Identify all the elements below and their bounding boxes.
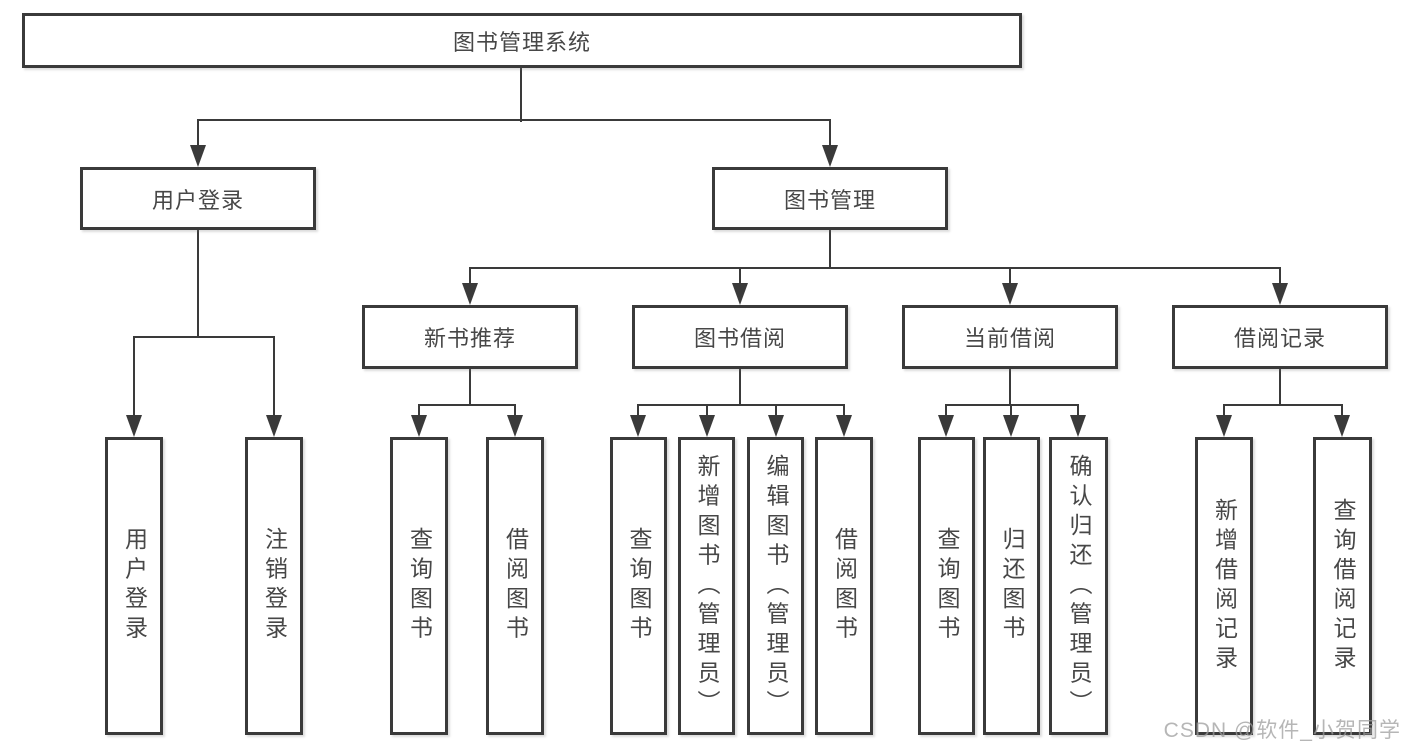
arrowhead-icon [1216,415,1232,437]
arrowhead-icon [190,145,206,167]
leaf-logout: 注销登录 [245,437,303,735]
leaf-borrow-books-borrowing: 借阅图书 [815,437,873,735]
connector-current-span [945,404,1079,406]
connector-stub-leaf [273,337,275,416]
leaf-borrow-books-recommend-label: 借阅图书 [502,527,529,645]
connector-stub-leaf [706,404,708,416]
arrowhead-icon [1334,415,1350,437]
arrowhead-icon [507,415,523,437]
node-new-book-recommendation-label: 新书推荐 [423,326,516,351]
arrowhead-icon [699,415,715,437]
arrowhead-icon [822,145,838,167]
connector-records-span [1223,404,1343,406]
connector-stub-l3 [739,268,741,284]
leaf-query-books-borrowing: 查询图书 [610,437,667,735]
connector-stub-leaf [1010,404,1012,416]
leaf-return-books-label: 归还图书 [999,527,1025,645]
arrowhead-icon [411,415,427,437]
node-root: 图书管理系统 [22,13,1022,68]
leaf-user-login-label: 用户登录 [121,527,148,645]
node-user-login: 用户登录 [80,167,316,230]
arrowhead-icon [1070,415,1086,437]
connector-stub-l3 [469,268,471,284]
connector-stub-leaf [1223,404,1225,416]
leaf-confirm-return-admin-label: 确认归还（管理员） [1066,453,1092,719]
leaf-add-borrow-record-label: 新增借阅记录 [1211,497,1238,675]
connector-stub-l3 [1009,268,1011,284]
connector-stub-leaf [418,404,420,416]
node-current-borrowing-label: 当前借阅 [963,326,1056,351]
arrowhead-icon [1003,415,1019,437]
leaf-add-borrow-record: 新增借阅记录 [1195,437,1253,735]
leaf-logout-label: 注销登录 [261,527,288,645]
connector-stub-l3 [1279,268,1281,284]
connector-current-down [1009,369,1011,406]
arrowhead-icon [938,415,954,437]
leaf-query-books-current-label: 查询图书 [934,527,960,645]
leaf-edit-books-admin-label: 编辑图书（管理员） [763,453,789,719]
leaf-user-login: 用户登录 [105,437,163,735]
node-current-borrowing: 当前借阅 [902,305,1118,369]
node-new-book-recommendation: 新书推荐 [362,305,578,369]
arrowhead-icon [630,415,646,437]
connector-stub-leaf [843,404,845,416]
node-borrowing-records-label: 借阅记录 [1233,326,1326,351]
leaf-add-books-admin-label: 新增图书（管理员） [694,453,720,719]
connector-stub-leaf [775,404,777,416]
arrowhead-icon [126,415,142,437]
node-book-borrowing-label: 图书借阅 [693,326,786,351]
connector-stub-leaf [133,337,135,416]
connector-mgmt-down [829,230,831,269]
connector-mgmt-span [469,267,1281,269]
arrowhead-icon [462,283,478,305]
connector-stub-leaf [1077,404,1079,416]
arrowhead-icon [732,283,748,305]
connector-records-down [1279,369,1281,406]
connector-stub-leaf [945,404,947,416]
watermark: CSDN @软件_小贺同学 [1163,719,1401,742]
node-book-borrowing: 图书借阅 [632,305,848,369]
node-user-login-label: 用户登录 [151,187,244,213]
node-book-management-label: 图书管理 [783,187,876,213]
connector-stub-user-login [197,120,199,146]
connector-stub-leaf [1341,404,1343,416]
leaf-query-books-recommend-label: 查询图书 [406,527,433,645]
connector-stub-leaf [514,404,516,416]
leaf-confirm-return-admin: 确认归还（管理员） [1049,437,1108,735]
leaf-query-books-recommend: 查询图书 [390,437,448,735]
leaf-return-books: 归还图书 [983,437,1040,735]
leaf-query-borrow-record: 查询借阅记录 [1313,437,1372,735]
connector-root-span [197,119,831,121]
arrowhead-icon [1002,283,1018,305]
leaf-query-books-current: 查询图书 [918,437,975,735]
connector-login-span [133,336,275,338]
connector-recommend-span [418,404,516,406]
connector-borrowing-down [739,369,741,406]
arrowhead-icon [768,415,784,437]
leaf-edit-books-admin: 编辑图书（管理员） [747,437,804,735]
leaf-borrow-books-borrowing-label: 借阅图书 [831,527,858,645]
node-root-label: 图书管理系统 [452,29,591,55]
connector-root-down [520,68,522,122]
leaf-query-books-borrowing-label: 查询图书 [626,527,652,645]
arrowhead-icon [266,415,282,437]
leaf-add-books-admin: 新增图书（管理员） [678,437,735,735]
leaf-query-borrow-record-label: 查询借阅记录 [1330,497,1356,675]
connector-login-down [197,230,199,338]
arrowhead-icon [1272,283,1288,305]
node-book-management: 图书管理 [712,167,948,230]
connector-borrowing-span [637,404,845,406]
connector-recommend-down [469,369,471,406]
leaf-borrow-books-recommend: 借阅图书 [486,437,544,735]
connector-stub-leaf [637,404,639,416]
connector-stub-book-mgmt [829,120,831,146]
node-borrowing-records: 借阅记录 [1172,305,1388,369]
arrowhead-icon [836,415,852,437]
